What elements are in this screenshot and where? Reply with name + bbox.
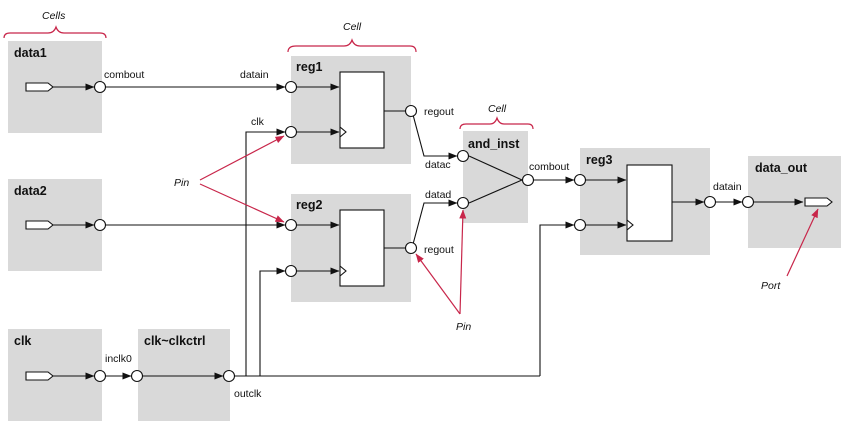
label-reg1-regout: regout: [424, 106, 454, 118]
port-data1: [25, 82, 54, 92]
pin-reg1-datain: [284, 80, 298, 94]
wire-outclk-to-reg1: [245, 128, 286, 376]
wire-reg2-regout-to-datad: [411, 199, 458, 249]
label-and-combout: combout: [529, 161, 569, 173]
label-reg1-datain: datain: [240, 69, 269, 81]
pin-clkctrl-outclk: [222, 369, 236, 383]
label-reg2-regout: regout: [424, 244, 454, 256]
cell-name-reg2: reg2: [296, 198, 322, 212]
brace-cells: [3, 25, 107, 39]
pin-reg1-regout: [404, 104, 418, 118]
cell-name-data1: data1: [14, 46, 47, 60]
pin-data1-combout: [93, 80, 107, 94]
annot-cells: Cells: [42, 10, 66, 22]
label-clkctrl-outclk: outclk: [234, 388, 262, 400]
pin-and-combout: [521, 173, 535, 187]
wire-outclk-to-reg2: [259, 267, 286, 376]
label-reg1-clk: clk: [251, 116, 265, 128]
annot-cell-and: Cell: [488, 103, 507, 115]
label-data1-combout: combout: [104, 69, 144, 81]
label-clk-inclk0: inclk0: [105, 353, 132, 365]
pin-arrow-to-reg2-datain: [199, 183, 285, 223]
port-clk: [25, 371, 54, 381]
brace-cell-and: [459, 116, 534, 130]
pin-arrow-to-and-datad: [459, 209, 467, 315]
port-data2: [25, 220, 54, 230]
pin-reg3-clk: [573, 218, 587, 232]
cell-name-reg3: reg3: [586, 153, 612, 167]
wire-outclk-to-reg3: [539, 221, 575, 376]
reg1-flipflop: [339, 71, 385, 149]
reg2-flipflop: [339, 209, 385, 287]
annot-pin-left: Pin: [174, 177, 189, 189]
reg3-flipflop: [626, 164, 673, 242]
brace-cell-reg1: [287, 38, 417, 53]
annot-cell-reg1: Cell: [343, 21, 362, 33]
annot-port: Port: [761, 280, 781, 292]
label-data-out-datain: datain: [713, 181, 742, 193]
pin-reg2-regout: [404, 241, 418, 255]
pin-arrow-to-reg2-regout: [415, 253, 461, 315]
pin-reg1-clk: [284, 125, 298, 139]
cell-name-and-inst: and_inst: [468, 137, 520, 151]
pin-reg3-datain: [573, 173, 587, 187]
pin-reg3-regout: [703, 195, 717, 209]
cell-name-data2: data2: [14, 184, 47, 198]
cell-name-clkctrl: clk~clkctrl: [144, 334, 206, 348]
pin-clkctrl-inclk0: [130, 369, 144, 383]
reg1-clock-triangle: [339, 126, 347, 138]
label-and-datad: datad: [425, 189, 451, 201]
reg2-clock-triangle: [339, 265, 347, 277]
port-data-out: [804, 197, 833, 207]
annot-pin-bottom: Pin: [456, 321, 471, 333]
cell-name-data-out: data_out: [755, 161, 808, 175]
pin-and-datac: [456, 149, 470, 163]
wire-and-datad-internal: [468, 179, 523, 204]
pin-arrow-to-reg1-clk: [199, 135, 285, 181]
pin-clk-out: [93, 369, 107, 383]
cell-name-reg1: reg1: [296, 60, 322, 74]
pin-reg2-datain: [284, 218, 298, 232]
pin-data-out-datain: [741, 195, 755, 209]
reg3-clock-triangle: [626, 219, 634, 231]
cell-name-clk: clk: [14, 334, 31, 348]
pin-and-datad: [456, 196, 470, 210]
port-arrow: [786, 208, 819, 277]
wire-reg1-regout-to-datac: [411, 110, 458, 160]
pin-reg2-clk: [284, 264, 298, 278]
label-and-datac: datac: [425, 159, 451, 171]
cell-and-inst: [463, 131, 528, 223]
wire-and-datac-internal: [468, 155, 523, 181]
pin-data2-out: [93, 218, 107, 232]
